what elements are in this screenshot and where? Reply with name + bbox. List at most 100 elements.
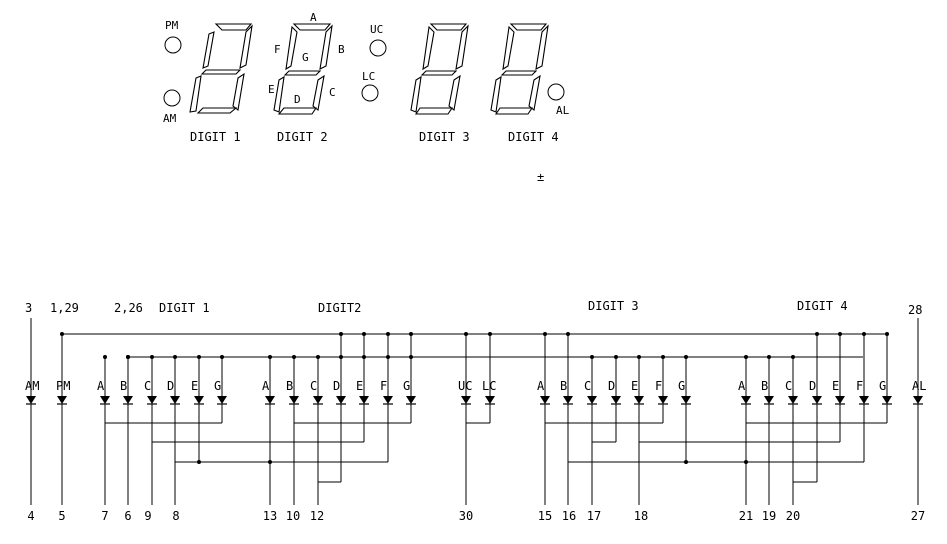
junction-dot	[268, 460, 272, 464]
bottom-pin-21: 21	[739, 509, 753, 523]
bottom-pin-17: 17	[587, 509, 601, 523]
junction-dot	[409, 332, 413, 336]
diode-label-digit3-4: E	[631, 379, 638, 393]
junction-dot	[744, 355, 748, 359]
diode-label-digit3-2: C	[584, 379, 591, 393]
bottom-pin-16: 16	[562, 509, 576, 523]
digit-1-label: DIGIT 1	[190, 130, 241, 144]
junction-dot	[815, 332, 819, 336]
bottom-pin-30: 30	[459, 509, 473, 523]
am-label: AM	[163, 112, 177, 125]
seg-letter-b: B	[338, 43, 345, 56]
junction-dot	[268, 355, 272, 359]
junction-dot	[292, 355, 296, 359]
junction-dot	[197, 355, 201, 359]
led-diode	[170, 396, 180, 405]
junction-dot	[464, 332, 468, 336]
led-diode	[194, 396, 204, 405]
junction-dot	[838, 332, 842, 336]
junction-dot	[744, 460, 748, 464]
junction-dot	[173, 355, 177, 359]
led-diode	[313, 396, 323, 405]
junction-dot	[197, 460, 201, 464]
diode-label-single_left-1: PM	[56, 379, 70, 393]
diode-label-digit4-2: C	[785, 379, 792, 393]
diode-label-digit2-2: C	[310, 379, 317, 393]
seg-letter-g: G	[302, 51, 309, 64]
junction-dot	[339, 332, 343, 336]
diode-label-digit1-1: B	[120, 379, 127, 393]
bottom-pin-4: 4	[27, 509, 34, 523]
digit-2-glyph	[273, 23, 333, 115]
led-diode	[859, 396, 869, 405]
junction-dot	[362, 332, 366, 336]
junction-dot	[126, 355, 130, 359]
diode-label-digit4-3: D	[809, 379, 816, 393]
bottom-pin-15: 15	[538, 509, 552, 523]
diode-label-digit2-3: D	[333, 379, 340, 393]
digit-2-label: DIGIT 2	[277, 130, 328, 144]
al-indicator	[547, 83, 565, 101]
schematic-diodes	[26, 396, 923, 405]
junction-dot	[386, 332, 390, 336]
bottom-pin-20: 20	[786, 509, 800, 523]
diode-label-digit3-5: F	[655, 379, 662, 393]
junction-dot	[791, 355, 795, 359]
digit-4-glyph	[490, 23, 549, 115]
group-digit3-label: DIGIT 3	[588, 299, 639, 313]
plus-minus-symbol: ±	[537, 170, 544, 184]
diode-label-single_left-0: AM	[25, 379, 39, 393]
led-diode	[658, 396, 668, 405]
junction-dot	[220, 355, 224, 359]
diode-label-digit4-6: G	[879, 379, 886, 393]
led-diode	[587, 396, 597, 405]
bottom-pin-8: 8	[172, 509, 179, 523]
junction-dot	[684, 355, 688, 359]
diode-label-digit2-4: E	[356, 379, 363, 393]
led-diode	[788, 396, 798, 405]
diode-label-digit3-1: B	[560, 379, 567, 393]
display-face: PM AM A B C D E F G	[163, 11, 570, 184]
bottom-pin-9: 9	[144, 509, 151, 523]
pin-digit1-top: 2,26	[114, 301, 143, 315]
bottom-pin-10: 10	[286, 509, 300, 523]
led-diode	[812, 396, 822, 405]
seg-letter-c: C	[329, 86, 336, 99]
schematic-wires	[30, 318, 919, 505]
pm-label: PM	[165, 19, 179, 32]
bottom-pin-18: 18	[634, 509, 648, 523]
bottom-pin-5: 5	[58, 509, 65, 523]
junction-dot	[543, 332, 547, 336]
seg-letter-a: A	[310, 11, 317, 24]
led-diode	[461, 396, 471, 405]
bottom-pin-7: 7	[101, 509, 108, 523]
diode-label-digit4-5: F	[856, 379, 863, 393]
uc-indicator	[369, 39, 387, 57]
diode-label-digit3-6: G	[678, 379, 685, 393]
junction-dot	[862, 332, 866, 336]
bottom-pin-19: 19	[762, 509, 776, 523]
led-diode	[634, 396, 644, 405]
diode-label-single_right-0: AL	[912, 379, 926, 393]
diode-label-digit1-3: D	[167, 379, 174, 393]
led-diode	[336, 396, 346, 405]
junction-dot	[614, 355, 618, 359]
led-diode	[147, 396, 157, 405]
led-diode	[100, 396, 110, 405]
diode-label-digit4-4: E	[832, 379, 839, 393]
junction-dot	[488, 332, 492, 336]
led-diode	[540, 396, 550, 405]
diode-label-digit1-5: G	[214, 379, 221, 393]
lc-indicator	[361, 84, 379, 102]
pin-pm-top: 1,29	[50, 301, 79, 315]
diode-label-digit1-0: A	[97, 379, 105, 393]
junction-dot	[150, 355, 154, 359]
led-diode	[406, 396, 416, 405]
led-diode	[359, 396, 369, 405]
junction-dot	[316, 355, 320, 359]
led-diode	[265, 396, 275, 405]
diode-label-colon-0: UC	[458, 379, 472, 393]
diode-label-digit2-5: F	[380, 379, 387, 393]
diode-label-digit1-4: E	[191, 379, 198, 393]
